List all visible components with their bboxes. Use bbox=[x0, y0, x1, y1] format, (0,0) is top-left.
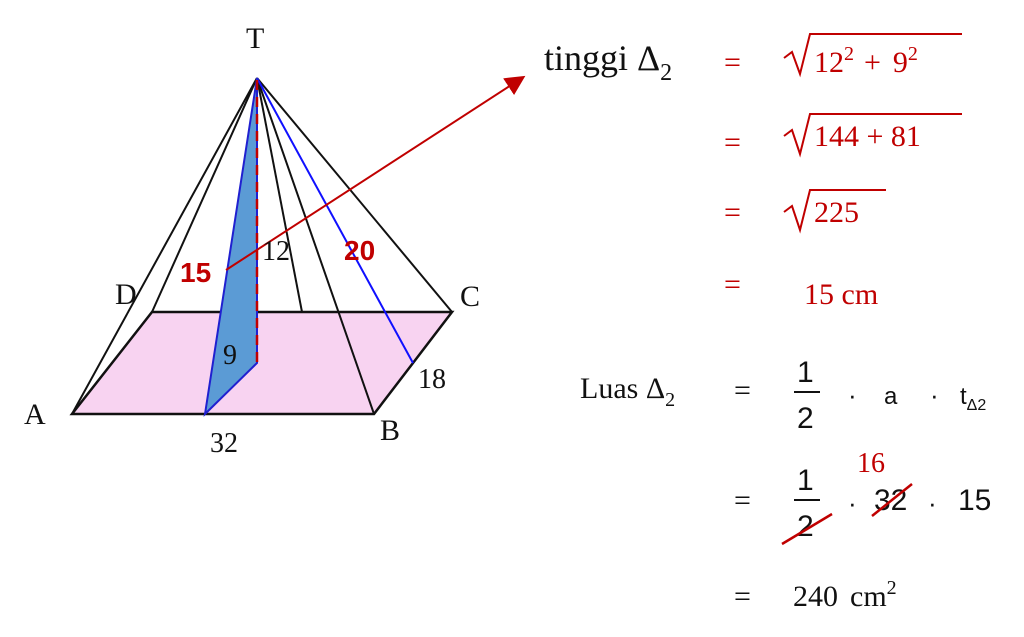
sqrt-sign-3 bbox=[783, 189, 886, 234]
vertex-D: D bbox=[115, 278, 137, 311]
edge-TA bbox=[71, 77, 258, 415]
eq-7: = bbox=[734, 580, 751, 613]
dot-3: · bbox=[848, 488, 857, 518]
frac-num-1: 1 bbox=[797, 356, 814, 389]
label-slant-front: 15 bbox=[180, 257, 211, 288]
eq-5: = bbox=[734, 374, 751, 407]
dot-4: · bbox=[928, 488, 937, 518]
frac-den-2: 2 bbox=[797, 510, 814, 543]
pyramid-figure: T A B C D 32 18 12 9 15 20 bbox=[24, 22, 526, 459]
luas-label: Luas Δ2 bbox=[580, 372, 675, 411]
edge-TD bbox=[151, 77, 258, 313]
vertex-B: B bbox=[380, 414, 400, 447]
sqrt-sign-2 bbox=[783, 113, 962, 158]
label-height: 12 bbox=[262, 236, 290, 267]
sqrt-expr-3: 225 bbox=[814, 196, 859, 229]
t-symbol: tΔ2 bbox=[960, 383, 986, 414]
strike-denominator bbox=[781, 512, 833, 546]
vertex-C: C bbox=[460, 280, 480, 313]
frac-den-1: 2 bbox=[797, 402, 814, 435]
dot-2: · bbox=[930, 380, 939, 410]
height-result: 15 cm bbox=[804, 278, 878, 311]
pyramid-base bbox=[69, 310, 455, 416]
label-base-width: 18 bbox=[418, 364, 446, 395]
eq-6: = bbox=[734, 484, 751, 517]
label-half-width: 9 bbox=[223, 340, 237, 371]
eq-3: = bbox=[724, 196, 741, 229]
sqrt-expr-2: 144 + 81 bbox=[814, 120, 921, 153]
height-calculation: tinggi Δ2 = 122+92 = 144 + 81 = 225 = 15… bbox=[544, 33, 962, 311]
eq-4: = bbox=[724, 268, 741, 301]
a-symbol: a bbox=[884, 383, 898, 410]
reduced-value: 16 bbox=[857, 448, 885, 479]
height-value: 15 bbox=[958, 484, 991, 517]
area-calculation: Luas Δ2 = 1 2 · a · tΔ2 = 1 2 · 16 32 · … bbox=[580, 356, 991, 613]
strike-value bbox=[871, 483, 913, 517]
vertex-T: T bbox=[246, 22, 264, 55]
label-slant-side: 20 bbox=[344, 235, 375, 266]
slant-height-side bbox=[256, 77, 414, 364]
eq-1: = bbox=[724, 46, 741, 79]
sqrt-expr-1: 122+92 bbox=[814, 43, 918, 79]
edge-TC bbox=[256, 77, 453, 313]
edge-T-back-mid bbox=[256, 77, 303, 313]
dot-1: · bbox=[848, 380, 857, 410]
eq-2: = bbox=[724, 126, 741, 159]
vertex-A: A bbox=[24, 398, 46, 431]
edge-TB bbox=[256, 77, 375, 415]
sqrt-sign-1 bbox=[783, 33, 962, 78]
frac-num-2: 1 bbox=[797, 464, 814, 497]
tinggi-label: tinggi Δ2 bbox=[544, 38, 672, 86]
pointer-arrow bbox=[225, 75, 526, 271]
label-base-length: 32 bbox=[210, 428, 238, 459]
